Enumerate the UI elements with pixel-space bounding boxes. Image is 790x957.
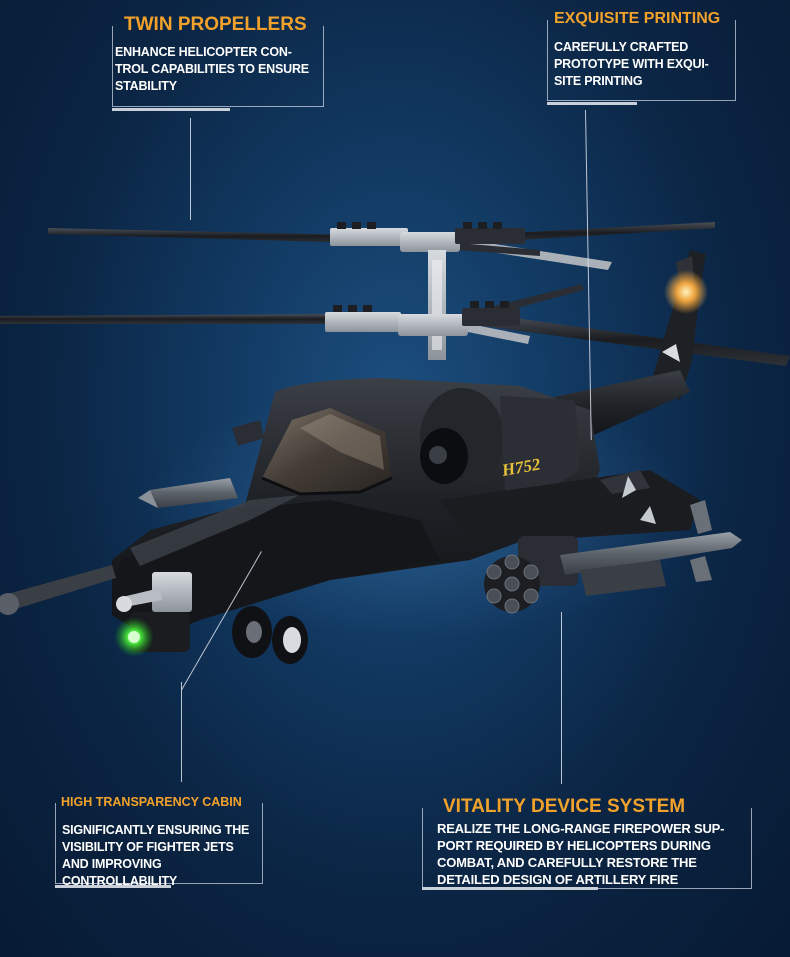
callout-underline [422, 887, 598, 890]
upper-rotor [48, 222, 715, 270]
gatling-cannon [484, 536, 578, 614]
callout-frame [547, 20, 736, 101]
callout-title: EXQUISITE PRINTING [554, 10, 721, 27]
callout-frame [112, 26, 324, 107]
leader-line-cabin-vertical [181, 682, 182, 782]
callout-title: TWIN PROPELLERS [124, 14, 307, 35]
callout-text: CAREFULLY CRAFTED PROTOTYPE WITH EXQUI-S… [554, 40, 709, 88]
callout-underline [55, 885, 171, 888]
callout-title: VITALITY DEVICE SYSTEM [443, 796, 686, 817]
callout-cabin: HIGH TRANSPARENCY CABIN SIGNIFICANTLY EN… [55, 794, 265, 894]
callout-text: ENHANCE HELICOPTER CON-TROL CAPABILITIES… [115, 45, 309, 93]
lower-rotor [0, 284, 790, 366]
callout-exquisite-printing: EXQUISITE PRINTING CAREFULLY CRAFTED PRO… [547, 8, 737, 108]
callout-frame [55, 803, 263, 884]
right-missiles [560, 476, 742, 596]
callout-text: REALIZE THE LONG-RANGE FIREPOWER SUP-POR… [437, 821, 725, 887]
leader-line-propellers [190, 118, 191, 220]
fuselage: H752 [112, 378, 700, 640]
callout-vitality: VITALITY DEVICE SYSTEM REALIZE THE LONG-… [422, 796, 754, 894]
callout-underline [112, 108, 230, 111]
callout-underline [547, 102, 637, 105]
callout-text: SIGNIFICANTLY ENSURING THE VISIBILITY OF… [62, 823, 250, 888]
callout-twin-propellers: TWIN PROPELLERS ENHANCE HELICOPTER CON-T… [112, 14, 324, 114]
leader-line-vitality [561, 612, 562, 784]
callout-title: HIGH TRANSPARENCY CABIN [61, 795, 242, 809]
